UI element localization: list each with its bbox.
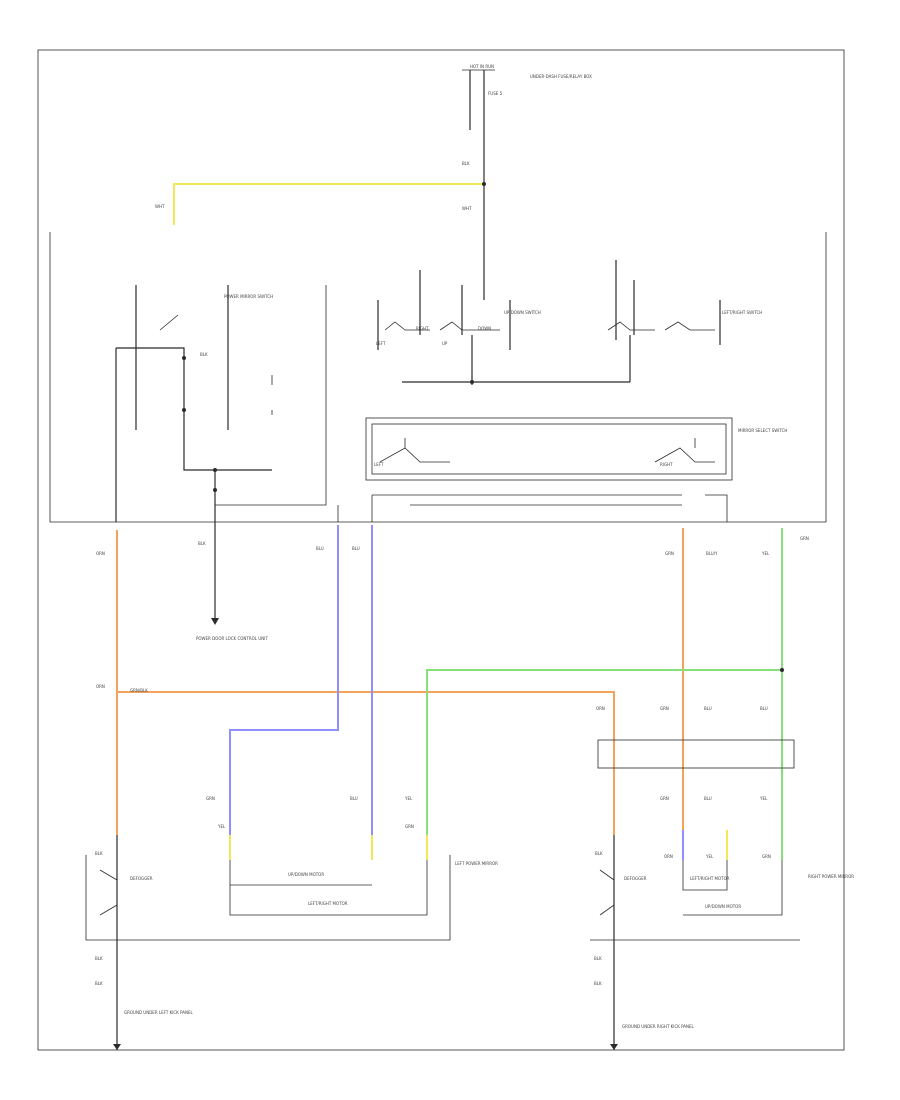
component-labels: HOT IN RUN UNDER-DASH FUSE/RELAY BOX FUS…	[95, 64, 854, 1029]
label: BLU	[352, 546, 360, 551]
blue-wire-1	[229, 525, 339, 835]
label: GRN	[405, 824, 414, 829]
label: ORN	[96, 551, 105, 556]
label: YEL	[217, 824, 226, 829]
label: DEFOGGER	[130, 876, 153, 881]
label: UP/DOWN MOTOR	[705, 904, 741, 909]
label: GRN	[665, 551, 674, 556]
label: LEFT	[374, 462, 384, 467]
label: WHT	[155, 204, 165, 209]
label: BLK	[198, 541, 206, 546]
label: GRN	[206, 796, 215, 801]
label: BLK	[200, 352, 208, 357]
label: GROUND UNDER LEFT KICK PANEL	[124, 1010, 193, 1015]
label: HOT IN RUN	[470, 64, 494, 69]
black-wires	[85, 69, 800, 1050]
label: YEL	[761, 551, 770, 556]
label: BLK	[95, 981, 103, 986]
label: YEL	[404, 796, 413, 801]
label: BLU/Y	[706, 551, 718, 556]
diagram-frame	[37, 49, 845, 1051]
label: DOWN	[478, 326, 491, 331]
label: RIGHT	[416, 326, 429, 331]
label: LEFT/RIGHT MOTOR	[308, 901, 348, 906]
label: POWER DOOR LOCK CONTROL UNIT	[196, 636, 268, 641]
label: UP/DOWN SWITCH	[504, 310, 541, 315]
label: MIRROR SELECT SWITCH	[738, 428, 787, 433]
switch-panel-outline	[49, 232, 827, 523]
label: ORN	[596, 706, 605, 711]
label: GRN	[800, 536, 809, 541]
label: BLK	[595, 851, 603, 856]
label: BLK	[594, 956, 602, 961]
label: LEFT	[376, 341, 386, 346]
label: YEL	[705, 854, 714, 859]
label: RIGHT	[660, 462, 673, 467]
label: BLK	[462, 161, 470, 166]
label: BLU	[704, 706, 712, 711]
orange-wire-horizontal	[117, 691, 615, 835]
label: BLK	[95, 851, 103, 856]
label: LEFT/RIGHT SWITCH	[722, 310, 762, 315]
label: BLU	[760, 706, 768, 711]
label: BLK	[95, 956, 103, 961]
label: FUSE 5	[488, 91, 503, 96]
label: GROUND UNDER RIGHT KICK PANEL	[622, 1024, 695, 1029]
label: BLU	[350, 796, 358, 801]
label: LEFT POWER MIRROR	[455, 861, 498, 866]
label: UNDER-DASH FUSE/RELAY BOX	[530, 74, 592, 79]
label: ORN	[664, 854, 673, 859]
colored-wires	[116, 183, 783, 860]
label: DEFOGGER	[624, 876, 647, 881]
label: POWER MIRROR SWITCH	[224, 294, 273, 299]
label: GRN	[660, 706, 669, 711]
label: GRN/BLK	[130, 688, 148, 693]
label: UP/DOWN MOTOR	[288, 872, 324, 877]
label: GRN	[762, 854, 771, 859]
label: RIGHT POWER MIRROR	[808, 874, 854, 879]
label: BLU	[704, 796, 712, 801]
label: GRN	[660, 796, 669, 801]
yellow-wire	[173, 183, 484, 225]
label: WHT	[462, 206, 472, 211]
label: ORN	[96, 684, 105, 689]
label: YEL	[759, 796, 768, 801]
label: BLK	[594, 981, 602, 986]
green-wire	[426, 669, 782, 835]
label: LEFT/RIGHT MOTOR	[690, 876, 730, 881]
label: UP	[442, 341, 448, 346]
label: BLU	[316, 546, 324, 551]
